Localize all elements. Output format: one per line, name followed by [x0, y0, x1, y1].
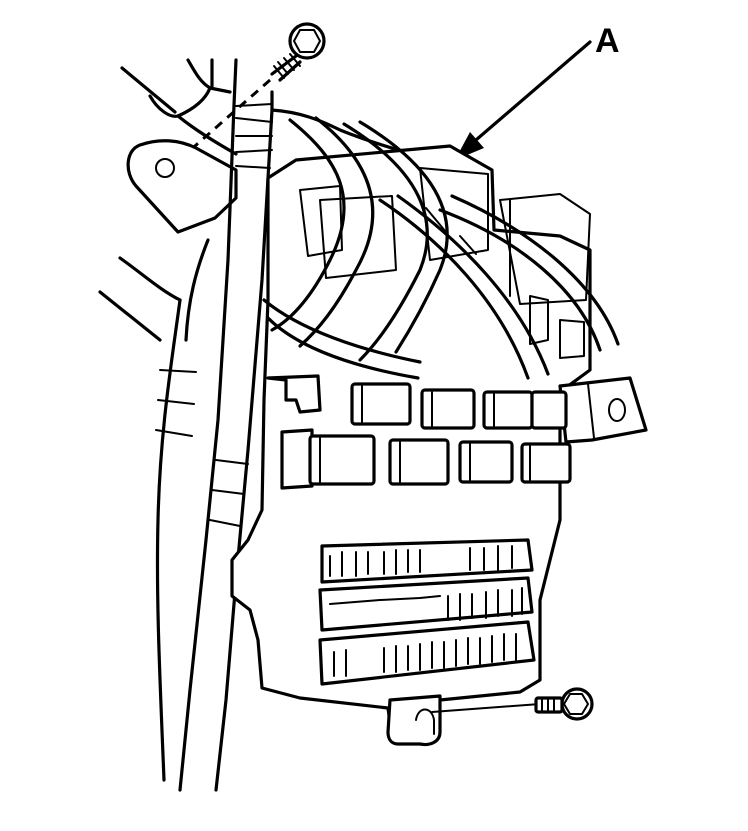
right-mounting-tab: [558, 376, 648, 444]
wire-harness-upper-left: [120, 58, 238, 156]
wires-over-box: [262, 116, 620, 380]
upper-bolt-icon: [270, 22, 326, 82]
relay-row-1: [266, 374, 568, 430]
callout-label-a: A: [595, 22, 620, 60]
relay-row-2: [280, 428, 572, 490]
upper-bracket: [126, 139, 238, 234]
main-wire-harness: [178, 58, 472, 792]
lower-tab: [386, 694, 442, 747]
fuse-block: [318, 538, 536, 686]
lower-bolt-icon: [534, 687, 594, 721]
bolt-axis-lower: [431, 703, 541, 713]
callout-arrow-a: [455, 40, 592, 160]
wire-harness-left: [98, 238, 210, 782]
bolt-axis-upper: [169, 78, 271, 170]
